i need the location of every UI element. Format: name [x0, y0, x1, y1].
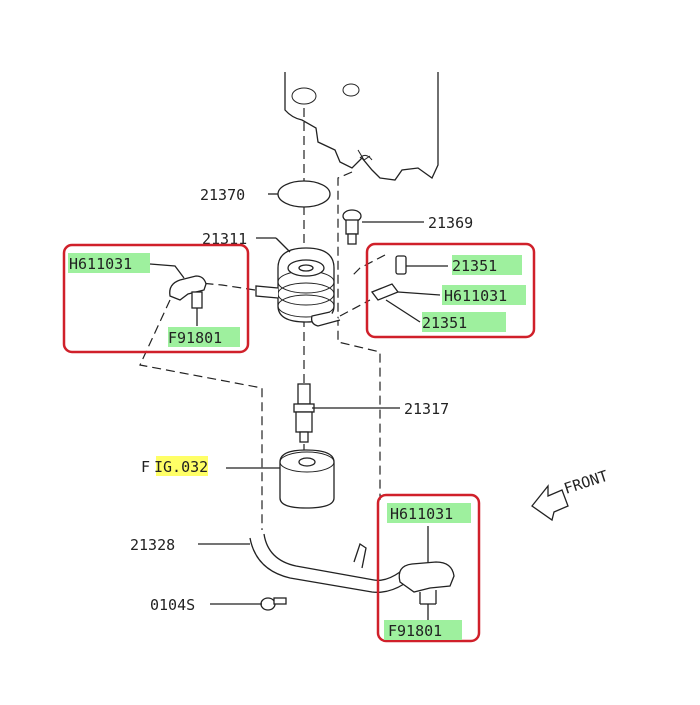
valve-21369	[342, 209, 424, 245]
engine-block-outline	[284, 72, 439, 181]
fig-ref-prefix: F	[141, 458, 150, 476]
part-label-21311: 21311	[202, 230, 247, 248]
callout-right-pipe-top[interactable]: 21351	[452, 257, 497, 275]
part-label-21317: 21317	[404, 400, 449, 418]
pipe-code-bottom-highlight	[422, 312, 506, 332]
oil-filter	[226, 449, 335, 509]
part-label-21370: 21370	[200, 186, 245, 204]
oil-pipe-21328	[198, 533, 405, 593]
callout-bottom-clip-code[interactable]: F91801	[388, 622, 442, 640]
gasket-21370	[268, 180, 331, 208]
callout-right-hose-code[interactable]: H611031	[444, 287, 507, 305]
hose-code-bottom-highlight	[387, 503, 471, 523]
callout-left-hose-code[interactable]: H611031	[69, 255, 132, 273]
hose-code-right-highlight	[442, 285, 526, 305]
part-label-0104s: 0104S	[150, 596, 195, 614]
fig-ref-label[interactable]: IG.032	[154, 458, 208, 476]
callout-left-clip-code[interactable]: F91801	[168, 329, 222, 347]
front-label: FRONT	[562, 467, 611, 498]
hose-code-highlight	[68, 253, 150, 273]
part-label-21328: 21328	[130, 536, 175, 554]
connector-bolt-21317	[293, 383, 400, 443]
part-label-21369: 21369	[428, 214, 473, 232]
clip-code-bottom-highlight	[384, 620, 462, 640]
pipe-code-top-highlight	[452, 255, 522, 275]
callout-box-bottom: H611031 F91801	[376, 493, 481, 643]
clip-code-highlight	[168, 327, 240, 347]
callout-box-right: 21351 H611031 21351	[365, 242, 536, 339]
fig-ref-highlight	[156, 456, 208, 476]
callout-box-left: H611031 F91801	[62, 243, 250, 354]
callout-bottom-hose-code[interactable]: H611031	[390, 505, 453, 523]
callout-right-pipe-bottom[interactable]: 21351	[422, 314, 467, 332]
front-arrow-icon	[531, 484, 569, 522]
bolt-0104s	[210, 597, 287, 611]
oil-cooler-21311	[255, 237, 341, 327]
